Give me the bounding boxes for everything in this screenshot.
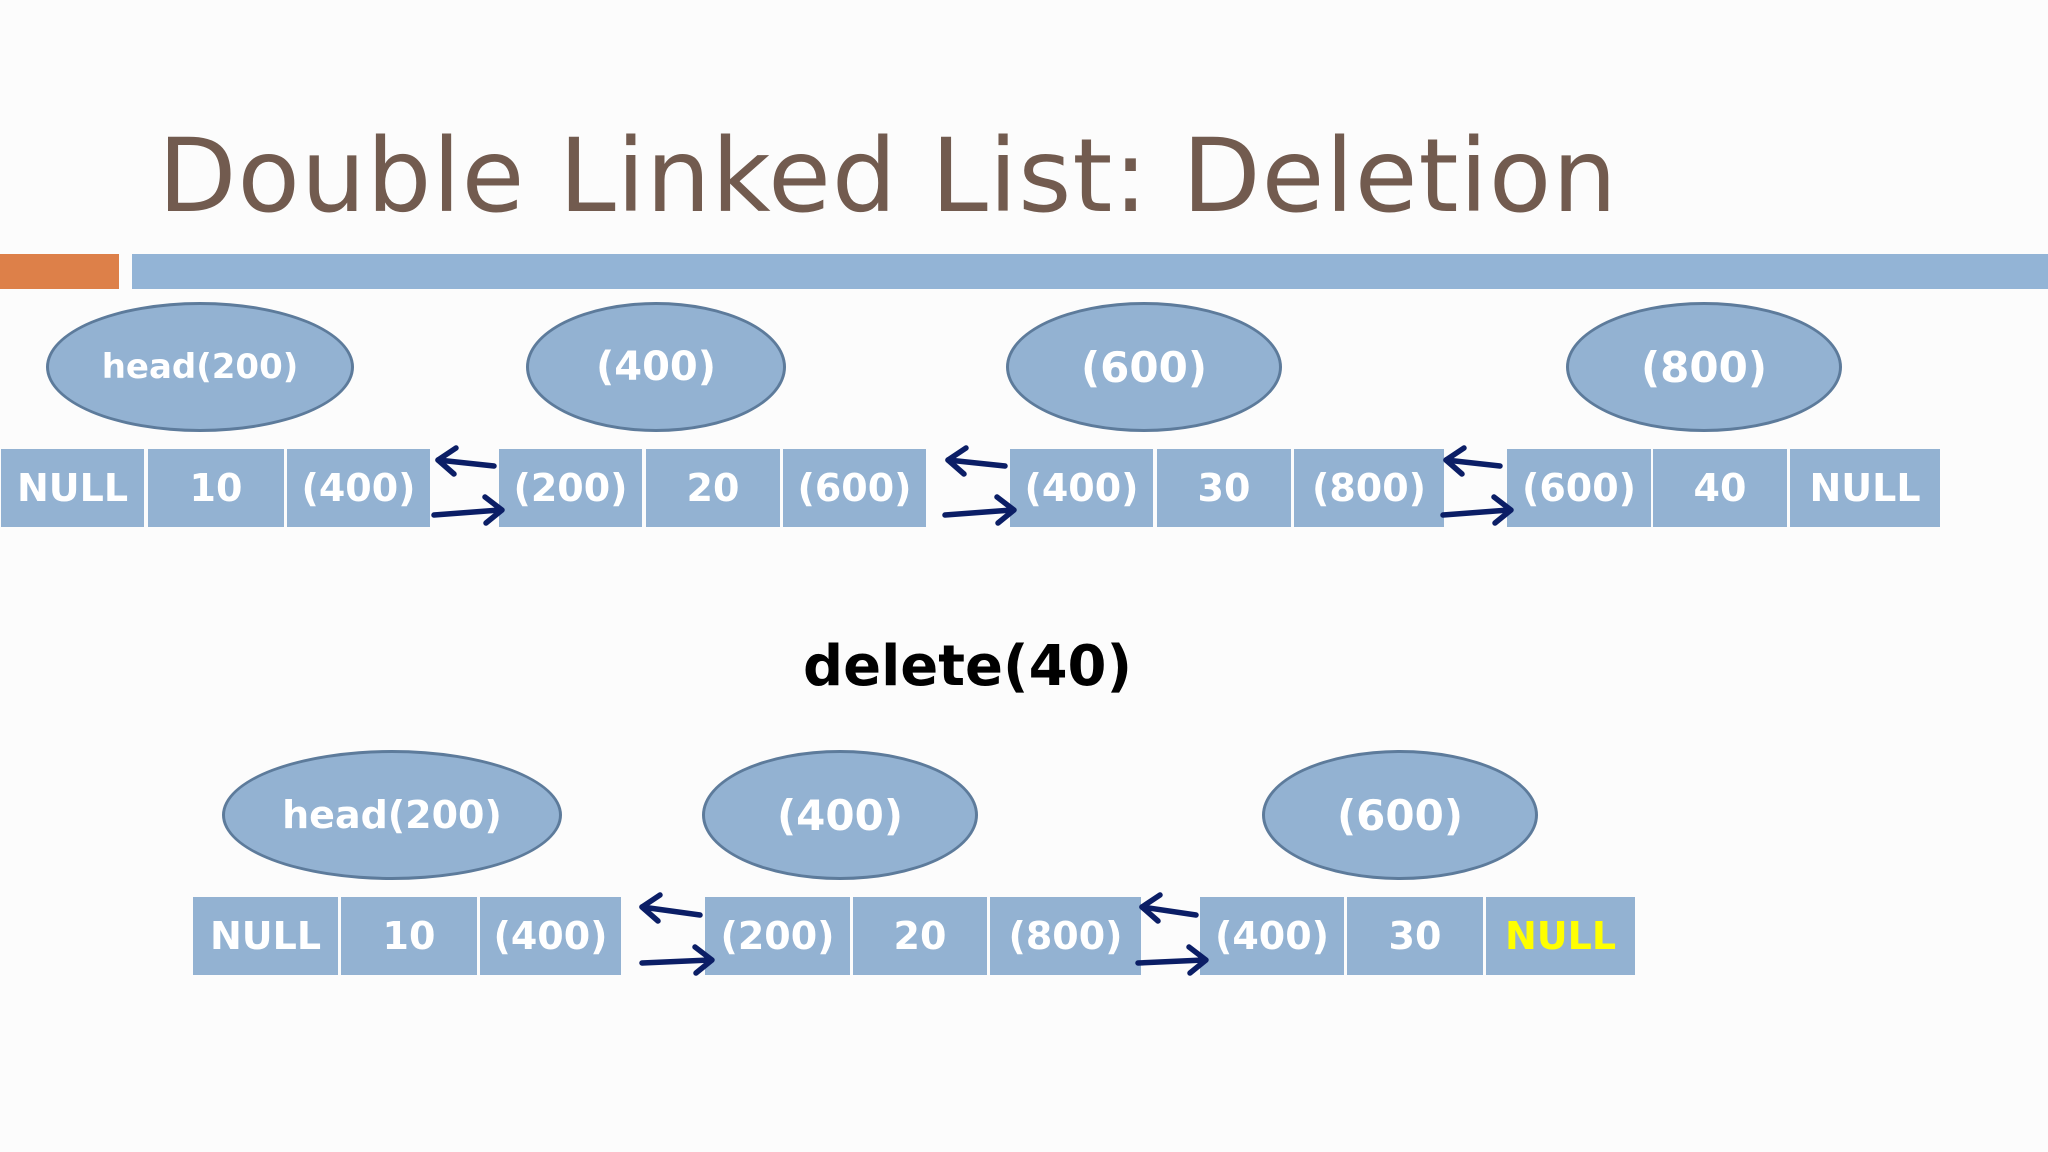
- node-value-cell: 20: [646, 449, 780, 527]
- node-address-oval: head(200): [222, 750, 562, 880]
- node-address-oval: (400): [702, 750, 978, 880]
- node-prev-cell: NULL: [1, 449, 144, 527]
- node-address-oval: (600): [1262, 750, 1538, 880]
- node-next-cell: NULL: [1790, 449, 1940, 527]
- node-address-oval: (800): [1566, 302, 1842, 432]
- node-value-cell: 30: [1347, 897, 1483, 975]
- node-prev-cell: NULL: [193, 897, 338, 975]
- next-pointer-arrow: [639, 944, 715, 976]
- title-accent-bar: [0, 254, 119, 289]
- node-next-cell: (800): [990, 897, 1141, 975]
- prev-pointer-arrow: [639, 892, 703, 924]
- next-pointer-arrow: [1440, 494, 1514, 526]
- node-address-oval: (600): [1006, 302, 1282, 432]
- node-value-cell: 10: [148, 449, 284, 527]
- node-address-oval: head(200): [46, 302, 354, 432]
- node-value-cell: 10: [341, 897, 477, 975]
- node-address-oval: (400): [526, 302, 786, 432]
- title-divider-bar: [132, 254, 2048, 289]
- node-prev-cell: (400): [1010, 449, 1153, 527]
- node-prev-cell: (400): [1200, 897, 1344, 975]
- node-next-cell: (600): [783, 449, 926, 527]
- next-pointer-arrow: [431, 494, 505, 526]
- next-pointer-arrow: [1135, 944, 1209, 976]
- node-next-cell-highlighted: NULL: [1486, 897, 1635, 975]
- node-prev-cell: (200): [705, 897, 850, 975]
- node-next-cell: (400): [287, 449, 430, 527]
- prev-pointer-arrow: [945, 445, 1008, 477]
- next-pointer-arrow: [942, 494, 1017, 526]
- node-prev-cell: (200): [499, 449, 642, 527]
- node-prev-cell: (600): [1507, 449, 1651, 527]
- prev-pointer-arrow: [1139, 892, 1199, 924]
- prev-pointer-arrow: [1443, 445, 1503, 477]
- node-next-cell: (400): [480, 897, 621, 975]
- operation-label: delete(40): [803, 634, 1133, 699]
- slide-title: Double Linked List: Deletion: [158, 117, 1618, 236]
- node-value-cell: 20: [853, 897, 987, 975]
- node-value-cell: 40: [1653, 449, 1787, 527]
- prev-pointer-arrow: [435, 445, 497, 477]
- node-value-cell: 30: [1157, 449, 1291, 527]
- node-next-cell: (800): [1294, 449, 1444, 527]
